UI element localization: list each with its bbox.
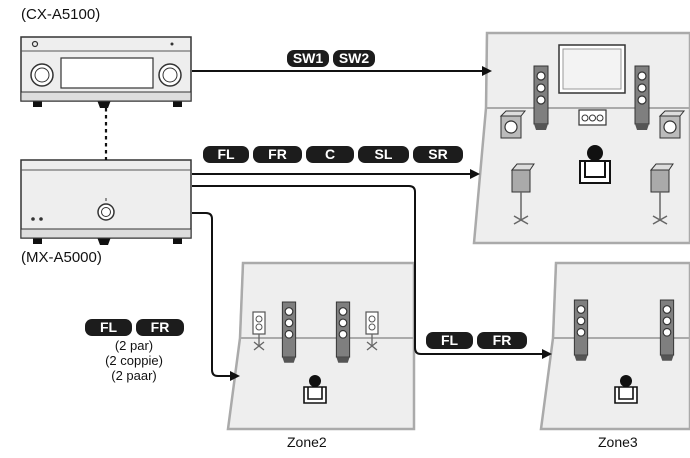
zone2-front-right-speaker-icon bbox=[335, 301, 351, 364]
zone3-channel-badge-fr: FR bbox=[477, 332, 527, 349]
pair-note-line: (2 paar) bbox=[111, 368, 157, 383]
channel-badge-c: C bbox=[306, 146, 354, 163]
channel-badge-sl: SL bbox=[358, 146, 409, 163]
preamp-label: (CX-A5100) bbox=[21, 6, 101, 23]
pair-note-line: (2 coppie) bbox=[105, 353, 163, 368]
channel-badge-fl: FL bbox=[203, 146, 249, 163]
zone2-label: Zone2 bbox=[287, 434, 327, 450]
zone3-front-right-speaker-icon bbox=[659, 299, 675, 362]
zone2-channel-badges: FL FR bbox=[85, 319, 184, 336]
zone2-room bbox=[226, 261, 416, 431]
pair-note-line: (2 par) bbox=[114, 338, 154, 353]
channel-badge-fr: FR bbox=[253, 146, 302, 163]
zone3-label: Zone3 bbox=[598, 434, 638, 450]
front-right-speaker-icon bbox=[634, 65, 650, 131]
main-room bbox=[472, 31, 690, 245]
poweramp-device-icon bbox=[20, 159, 192, 245]
tv-icon bbox=[558, 44, 626, 94]
channel-badge-sw2: SW2 bbox=[333, 50, 375, 67]
subwoofer-2-icon bbox=[658, 110, 686, 139]
zone2-channel-badge-fr: FR bbox=[136, 319, 184, 336]
zone3-channel-badges: FL FR bbox=[426, 332, 527, 349]
poweramp-label: (MX-A5000) bbox=[21, 249, 102, 266]
center-speaker-icon bbox=[578, 109, 607, 126]
zone3-front-left-speaker-icon bbox=[573, 299, 589, 362]
preamp-device-icon bbox=[20, 36, 192, 108]
channel-badge-sr: SR bbox=[413, 146, 463, 163]
zone3-room bbox=[539, 261, 690, 431]
subwoofer-1-icon bbox=[499, 110, 527, 139]
main-channel-badges: FL FR C SL SR bbox=[203, 146, 463, 163]
subwoofer-channel-badges: SW1 SW2 bbox=[287, 50, 375, 67]
zone3-channel-badge-fl: FL bbox=[426, 332, 473, 349]
front-left-speaker-icon bbox=[533, 65, 549, 131]
zone2-channel-badge-fl: FL bbox=[85, 319, 132, 336]
zone3-connection-line bbox=[192, 185, 552, 359]
pair-note: (2 par) (2 coppie) (2 paar) bbox=[74, 338, 194, 383]
channel-badge-sw1: SW1 bbox=[287, 50, 329, 67]
zone2-front-left-speaker-icon bbox=[281, 301, 297, 364]
zone2-connection-line bbox=[192, 212, 240, 381]
